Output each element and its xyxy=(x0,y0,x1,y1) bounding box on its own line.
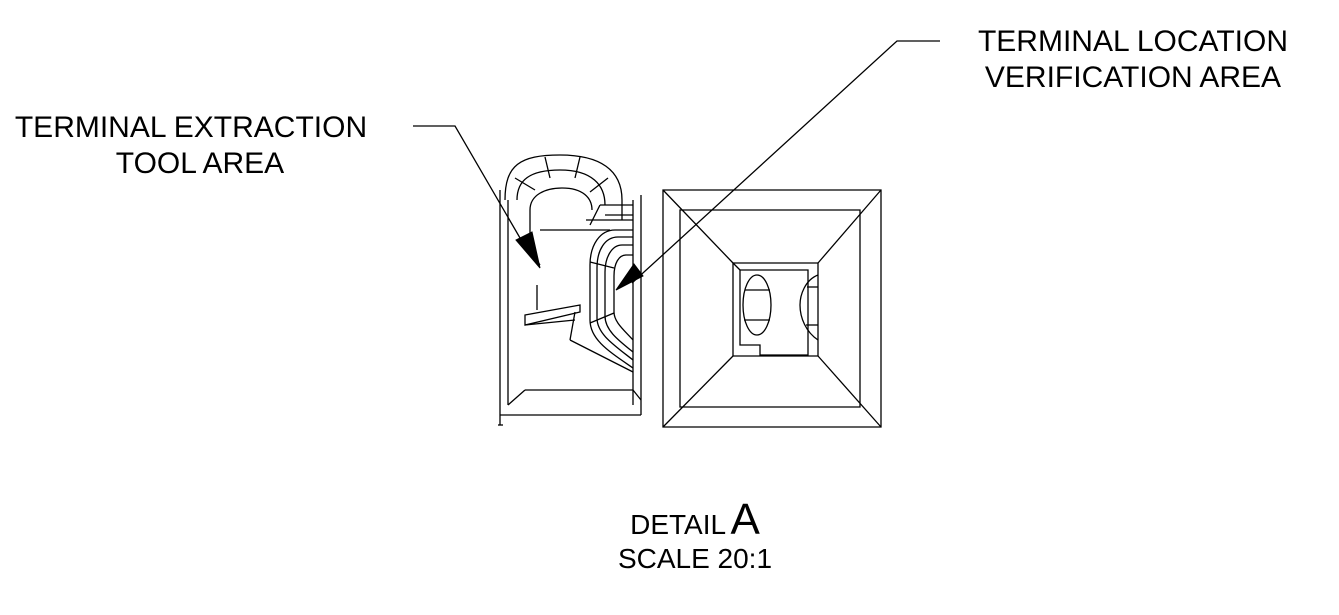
arch-segment-2 xyxy=(575,157,580,178)
extraction-leader-line xyxy=(413,126,527,250)
end-view-inner-frame xyxy=(680,210,860,407)
contact-spring xyxy=(800,275,818,340)
detail-word: DETAIL xyxy=(630,509,727,540)
ramp-top xyxy=(525,305,580,325)
funnel-edge-br xyxy=(818,356,881,427)
location-window-mid-2 xyxy=(605,245,633,352)
side-view-arch-outer xyxy=(505,155,622,220)
detail-title-block: DETAIL A SCALE 20:1 xyxy=(560,498,830,576)
ramp-inner xyxy=(525,320,575,325)
callout-extraction-line1: TERMINAL EXTRACTION xyxy=(14,111,368,144)
callout-terminal-location: TERMINAL LOCATION VERIFICATION AREA xyxy=(928,24,1338,96)
funnel-edge-tr xyxy=(818,190,881,263)
contact-corner xyxy=(733,263,740,270)
detail-scale: SCALE 20:1 xyxy=(617,543,773,574)
window-tick-1 xyxy=(590,262,614,268)
ledge-chamfer xyxy=(590,205,600,225)
contact-body xyxy=(740,270,808,355)
contact-barrel xyxy=(743,275,771,335)
location-window-inner xyxy=(614,255,633,340)
location-arrowhead xyxy=(615,263,644,291)
arch-segment-3 xyxy=(515,178,535,190)
ramp-drop xyxy=(570,312,575,340)
extraction-arrowhead xyxy=(515,231,541,269)
ramp-slope xyxy=(570,340,633,372)
location-window-mid-1 xyxy=(597,237,633,360)
end-view-opening xyxy=(733,263,818,356)
location-window-outer xyxy=(590,230,633,368)
side-view-bottom-chamfer xyxy=(508,390,525,405)
arch-segment-1 xyxy=(545,157,550,178)
location-leader-line xyxy=(632,41,940,283)
detail-letter: A xyxy=(730,495,760,544)
arch-segment-4 xyxy=(590,178,608,192)
callout-location-line1: TERMINAL LOCATION xyxy=(977,25,1289,58)
leader-lines xyxy=(413,41,940,283)
side-view-arch-inner xyxy=(530,188,592,210)
funnel-edge-bl xyxy=(663,356,733,427)
end-view-outer-frame xyxy=(663,190,881,427)
window-tick-2 xyxy=(590,313,614,323)
callout-location-line2: VERIFICATION AREA xyxy=(984,61,1282,94)
callout-extraction-line2: TOOL AREA xyxy=(115,147,285,180)
side-view-arch-mid xyxy=(517,170,605,205)
side-view-part xyxy=(498,155,641,425)
funnel-edge-tl xyxy=(663,190,733,263)
detail-heading: DETAIL A xyxy=(560,498,830,542)
side-view-floor-corner xyxy=(633,390,641,400)
end-view-part xyxy=(663,190,881,427)
callout-terminal-extraction: TERMINAL EXTRACTION TOOL AREA xyxy=(0,110,400,182)
